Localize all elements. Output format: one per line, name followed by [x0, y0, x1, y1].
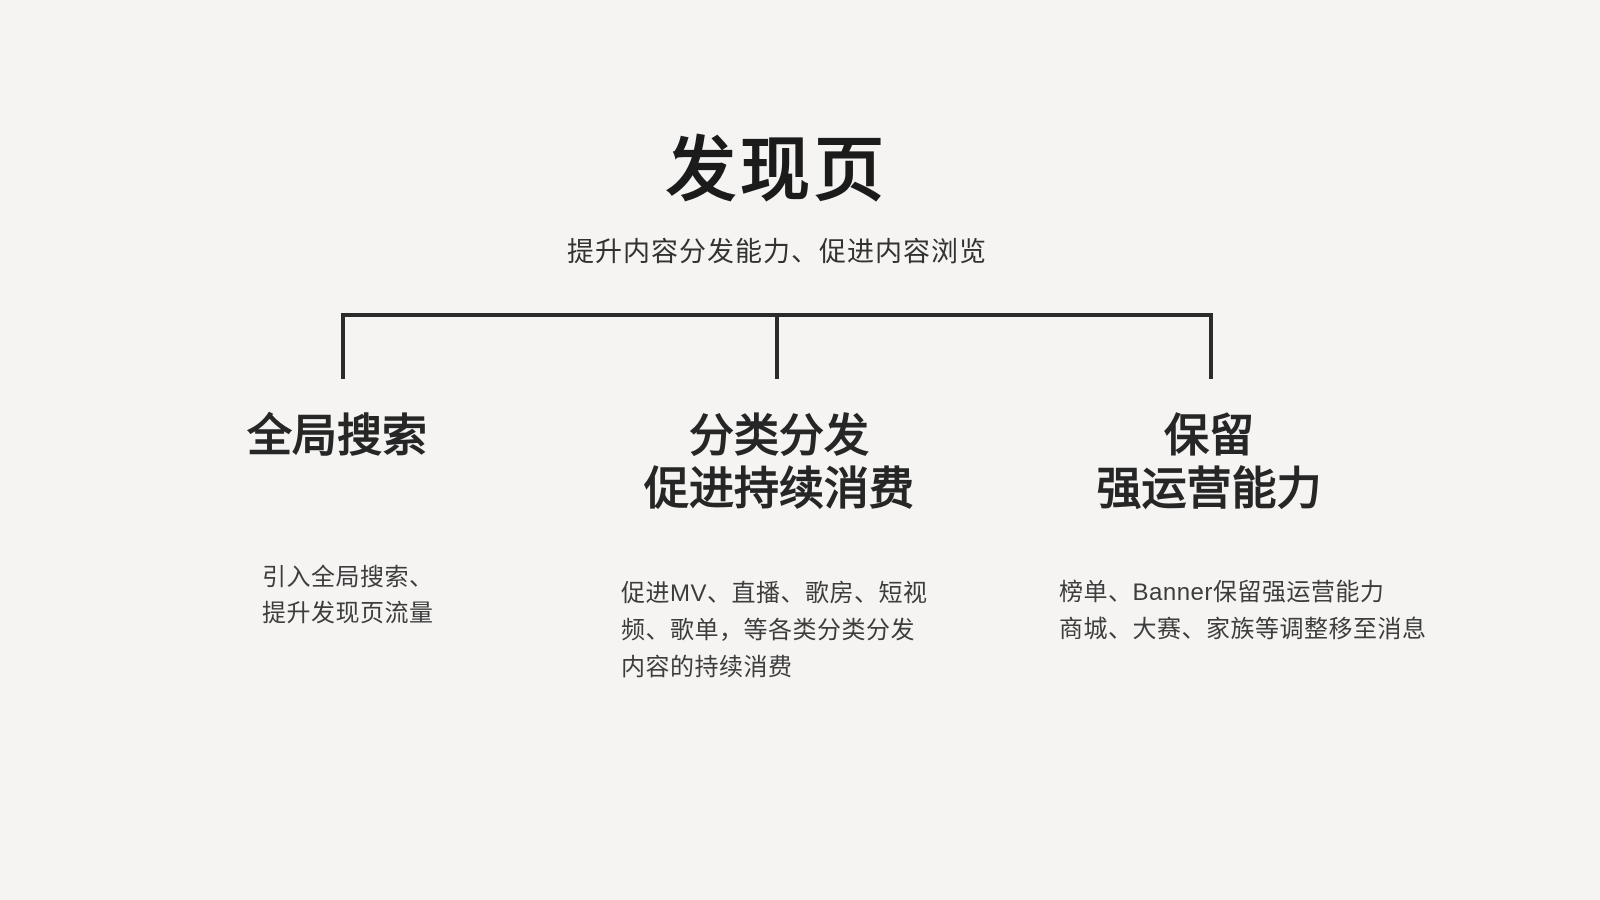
branch-body-category-distribution: 促进MV、直播、歌房、短视 频、歌单，等各类分类分发 内容的持续消费: [621, 575, 928, 686]
branch-body-global-search: 引入全局搜索、 提升发现页流量: [262, 560, 434, 632]
branch-heading-line: 促进持续消费: [643, 463, 914, 514]
branch-body-retain-operations: 榜单、Banner保留强运营能力 商城、大赛、家族等调整移至消息: [1059, 574, 1427, 648]
tree-vertical-line-middle: [775, 313, 779, 379]
body-line: 提升发现页流量: [262, 600, 434, 627]
branch-heading-global-search: 全局搜索: [137, 409, 537, 462]
tree-vertical-line-left: [341, 313, 345, 379]
branch-heading-line: 分类分发: [688, 410, 869, 461]
body-line: 引入全局搜索、: [262, 564, 434, 591]
body-line: 内容的持续消费: [621, 654, 793, 681]
branch-heading-category-distribution: 分类分发 促进持续消费: [579, 409, 979, 515]
page-subtitle: 提升内容分发能力、促进内容浏览: [567, 237, 987, 267]
page-title: 发现页: [666, 131, 888, 209]
body-line: 频、歌单，等各类分类分发: [621, 617, 915, 644]
tree-vertical-line-right: [1209, 313, 1213, 379]
branch-heading-retain-operations: 保留 强运营能力: [1009, 409, 1409, 515]
body-line: 榜单、Banner保留强运营能力: [1059, 579, 1385, 606]
branch-heading-line: 保留: [1163, 410, 1254, 461]
body-line: 商城、大赛、家族等调整移至消息: [1059, 616, 1427, 643]
body-line: 促进MV、直播、歌房、短视: [621, 580, 928, 607]
branch-heading-line: 全局搜索: [246, 410, 427, 461]
branch-heading-line: 强运营能力: [1096, 463, 1322, 514]
